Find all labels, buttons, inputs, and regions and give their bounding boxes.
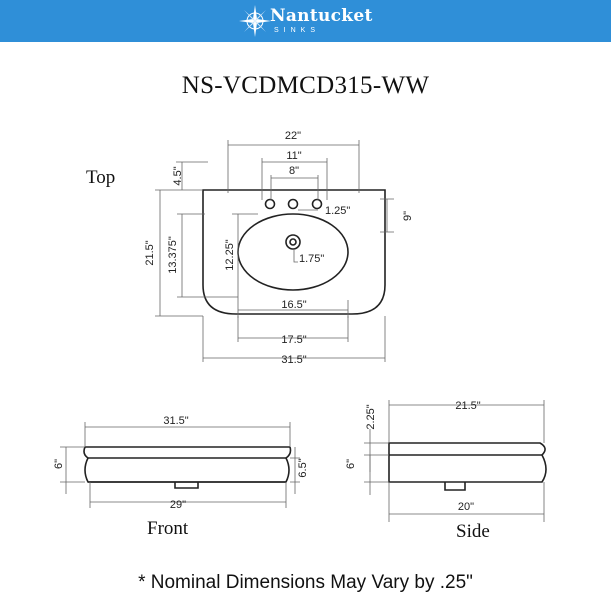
side-bottom-width-label: 20" [458,501,474,513]
side-view-label: Side [456,521,490,542]
drain-inner [289,238,297,246]
front-bottom-width-label: 29" [170,499,186,511]
dim-12-25-label: 12.25" [224,239,236,271]
side-height-label: 6" [345,459,357,469]
drain-outer [285,234,301,250]
dim-22-label: 22" [285,130,301,142]
dim-4-5-label: 4.5" [172,166,184,185]
faucet-hole-center [287,198,299,210]
top-view-label: Top [86,167,116,188]
dim-8-label: 8" [289,165,299,177]
header-banner [0,0,611,42]
faucet-hole-right [311,198,323,210]
footnote: * Nominal Dimensions May Vary by .25" [138,572,473,593]
side-drain-stub [444,482,466,491]
dim-9-label: 9" [402,211,414,221]
faucet-hole-left [264,198,276,210]
brand-name: Nantucket [270,6,373,26]
front-height-6-5-label: 6.5" [297,458,309,477]
dim-hole-label: 1.25" [325,205,350,217]
dim-21-5-label: 21.5" [144,240,156,265]
dim-16-5-label: 16.5" [281,299,306,311]
side-profile [388,442,547,483]
dimension-lines [60,140,545,522]
basin-outline [237,213,349,291]
front-profile [83,446,292,483]
front-height-label: 6" [53,459,65,469]
model-number: NS-VCDMCD315-WW [181,72,430,99]
front-view-label: Front [147,518,189,539]
dim-17-5-label: 17.5" [281,334,306,346]
dim-13-375-label: 13.375" [167,236,179,274]
top-view-outline [202,189,386,315]
front-width-label: 31.5" [163,415,188,427]
dim-drain-label: 1.75" [299,253,324,265]
compass-logo-icon [239,5,271,37]
dim-31-5-label: 31.5" [281,354,306,366]
front-drain-stub [174,482,199,489]
dim-11-label: 11" [286,150,301,162]
brand-subtitle: SINKS [274,27,321,34]
sink-outlines [83,189,547,491]
side-rim-height-label: 2.25" [365,404,377,429]
side-width-label: 21.5" [455,400,480,412]
